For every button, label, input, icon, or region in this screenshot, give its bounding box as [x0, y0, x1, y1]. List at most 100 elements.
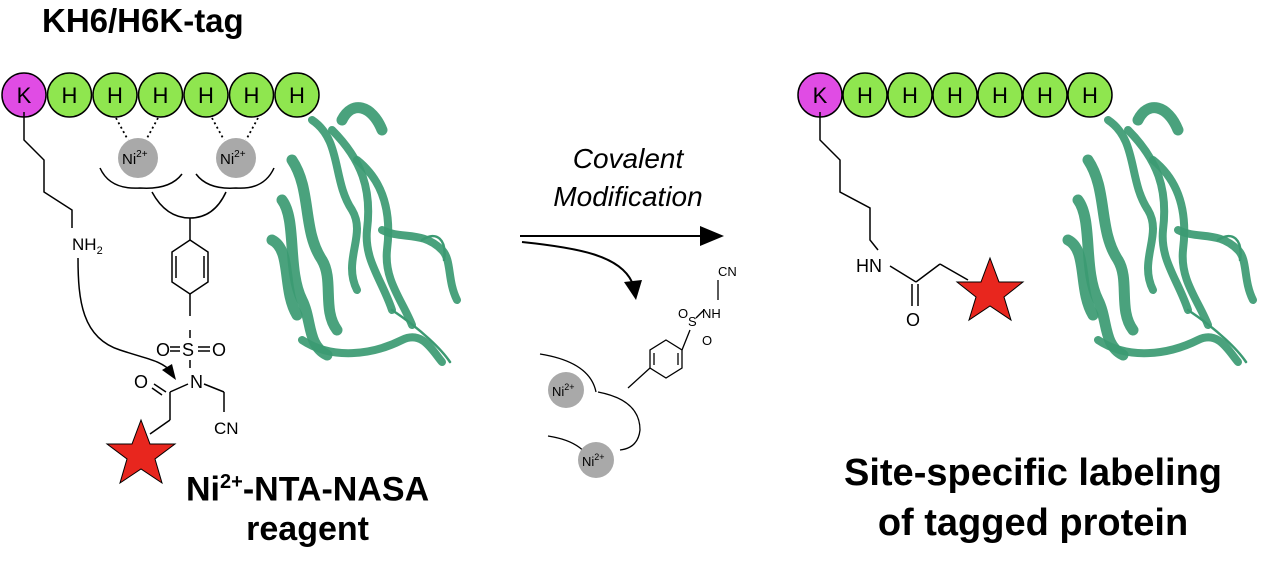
- reagent-acyl-chain: [149, 383, 225, 435]
- beta-strand: [1124, 126, 1192, 314]
- left-lysine-sidechain: [23, 112, 73, 228]
- reaction-label-line2: Modification: [553, 181, 703, 212]
- svg-text:H: H: [1037, 83, 1053, 108]
- amine-group-label: NH2: [72, 235, 103, 257]
- svg-text:H: H: [902, 83, 918, 108]
- reaction-label-line1: Covalent: [572, 143, 684, 174]
- beta-strand: [1062, 234, 1099, 321]
- tag-title: KH6/H6K-tag: [42, 2, 244, 39]
- product-label-line2: of tagged protein: [877, 502, 1189, 544]
- sulfur-atom: S: [182, 340, 194, 360]
- reagent-label-ni: Ni: [186, 470, 220, 509]
- benzenesulfonyl-group-left: [171, 218, 209, 368]
- svg-text:H: H: [992, 83, 1008, 108]
- beta-strand: [286, 154, 343, 336]
- histidine-residue-7: H: [1067, 72, 1113, 118]
- beta-strand: [378, 226, 461, 304]
- svg-text:Ni2+: Ni2+: [220, 149, 246, 168]
- reagent-label-rest: -NTA-NASA: [242, 470, 430, 509]
- byproduct-arrowhead: [624, 280, 642, 300]
- nickel-ion-mid-1: Ni2+: [548, 372, 584, 408]
- nickel-ion-left-1: Ni2+: [118, 138, 158, 178]
- cyanomethyl-label: CN: [214, 419, 239, 438]
- svg-text:H: H: [107, 83, 123, 108]
- reaction-label: Covalent Modification: [528, 140, 728, 216]
- sulfonyl-oxygen-2: O: [212, 340, 226, 360]
- beta-strand: [276, 194, 333, 361]
- loop-region: [390, 234, 452, 364]
- beta-strand: [328, 126, 396, 314]
- protein-ribbon-right: [1062, 102, 1257, 366]
- loop-region: [1186, 234, 1248, 364]
- svg-text:H: H: [857, 83, 873, 108]
- svg-text:H: H: [244, 83, 260, 108]
- histidine-residue-5: H: [183, 72, 229, 118]
- byproduct-sulfonamide-nh: NH: [702, 306, 721, 321]
- svg-text:H: H: [289, 83, 305, 108]
- product-label: Site-specific labeling of tagged protein: [798, 448, 1268, 548]
- svg-text:Ni2+: Ni2+: [552, 382, 575, 399]
- byproduct-arrow: [521, 241, 633, 283]
- histidine-residue-6: H: [228, 72, 275, 118]
- histidine-residue-3: H: [92, 72, 138, 118]
- histidine-residue-5: H: [977, 72, 1023, 118]
- lysine-residue-1: K: [1, 72, 47, 118]
- sulfonyl-oxygen-1: O: [156, 340, 170, 360]
- histidine-residue-6: H: [1022, 72, 1068, 118]
- beta-strand: [1149, 156, 1212, 329]
- svg-text:H: H: [62, 83, 78, 108]
- beta-strand: [1132, 102, 1184, 136]
- product-label-line1: Site-specific labeling: [844, 452, 1222, 494]
- svg-text:H: H: [198, 83, 214, 108]
- right-lysine-sidechain: [819, 112, 969, 306]
- amide-nh-label: HN: [856, 256, 882, 276]
- beta-strand: [298, 333, 446, 366]
- svg-text:H: H: [947, 83, 963, 108]
- nucleophilic-attack-arrow: [77, 257, 173, 373]
- histidine-residue-2: H: [46, 72, 93, 118]
- beta-strand: [308, 116, 361, 294]
- fluorophore-star-left: [105, 418, 177, 485]
- reaction-arrowhead: [700, 226, 724, 246]
- amide-oxygen: O: [906, 310, 920, 330]
- beta-strand: [1072, 194, 1129, 361]
- nta-chelator-arcs: [99, 167, 275, 219]
- beta-strand: [1104, 116, 1157, 294]
- byproduct-oxygen-1: O: [678, 306, 688, 321]
- histidine-residue-7: H: [274, 72, 320, 118]
- histidine-residue-4: H: [932, 72, 978, 118]
- byproduct-sulfur: S: [688, 314, 697, 329]
- beta-strand: [336, 102, 388, 136]
- beta-strand: [1082, 154, 1139, 336]
- sulfonyl-double-bonds: [170, 330, 210, 352]
- sulfonamide-nitrogen: N: [190, 372, 203, 392]
- carbonyl-oxygen: O: [134, 372, 148, 392]
- byproduct-nitrile: CN: [718, 264, 737, 279]
- fluorophore-star-right: [955, 256, 1025, 322]
- svg-text:H: H: [153, 83, 169, 108]
- reagent-label-line2: reagent: [246, 510, 369, 549]
- protein-ribbon-left: [266, 102, 461, 366]
- coordination-bonds: [115, 117, 259, 141]
- nickel-ion-left-2: Ni2+: [216, 138, 256, 178]
- svg-text:K: K: [813, 83, 828, 108]
- beta-strand: [1174, 226, 1257, 304]
- histidine-residue-4: H: [137, 72, 184, 118]
- reagent-label-charge: 2+: [220, 471, 243, 493]
- lysine-residue-1: K: [797, 72, 843, 118]
- reagent-label: Ni2+-NTA-NASA reagent: [186, 462, 429, 549]
- histidine-residue-2: H: [842, 72, 888, 118]
- attack-arrowhead: [162, 364, 176, 380]
- svg-text:Ni2+: Ni2+: [582, 452, 605, 469]
- beta-strand: [353, 156, 416, 329]
- beta-strand: [1094, 333, 1242, 366]
- histidine-residue-3: H: [887, 72, 933, 118]
- beta-strand: [266, 234, 303, 321]
- nickel-ion-mid-2: Ni2+: [578, 442, 614, 478]
- svg-text:K: K: [17, 83, 32, 108]
- byproduct-oxygen-2: O: [702, 333, 712, 348]
- svg-text:H: H: [1082, 83, 1098, 108]
